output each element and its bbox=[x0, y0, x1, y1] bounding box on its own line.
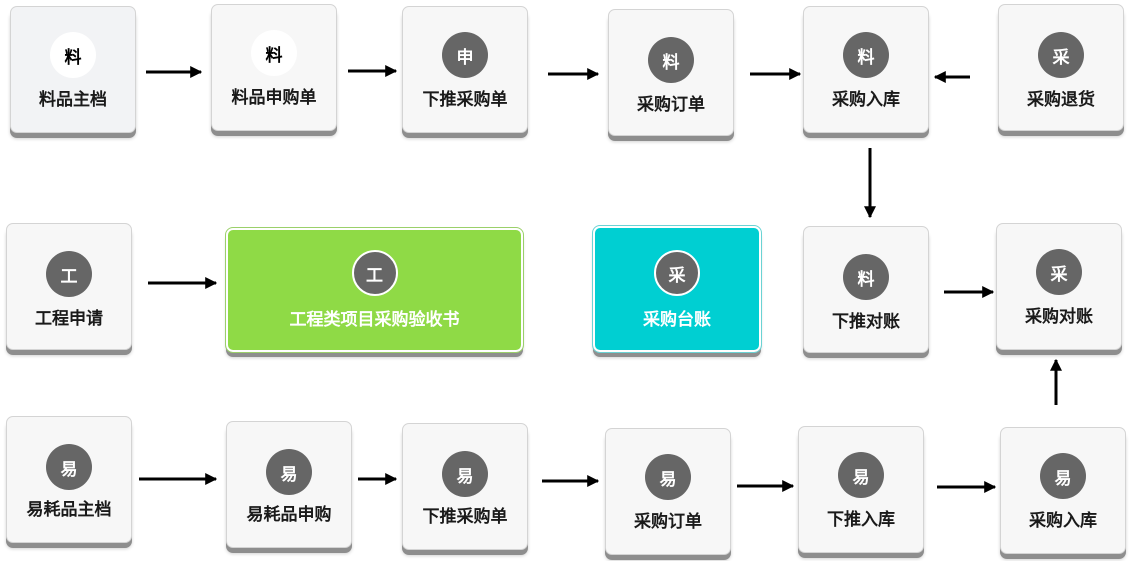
node-badge: 工 bbox=[46, 251, 92, 297]
node-label: 易耗品申购 bbox=[246, 505, 332, 525]
node-label: 下推采购单 bbox=[422, 507, 508, 527]
node-label: 料品申购单 bbox=[231, 88, 317, 108]
node-label: 采购订单 bbox=[634, 512, 702, 532]
node-badge: 料 bbox=[843, 254, 889, 300]
node-badge: 采 bbox=[654, 250, 700, 296]
node-purchase-reconciliation[interactable]: 采 采购对账 bbox=[996, 223, 1122, 350]
node-badge: 易 bbox=[838, 452, 884, 498]
node-purchase-receipt[interactable]: 料 采购入库 bbox=[803, 6, 929, 133]
node-consumable-push-purchase-order[interactable]: 易 下推采购单 bbox=[402, 423, 528, 550]
node-label: 采购入库 bbox=[1029, 511, 1097, 531]
node-purchase-order[interactable]: 料 采购订单 bbox=[608, 9, 734, 136]
node-push-reconciliation[interactable]: 料 下推对账 bbox=[803, 226, 929, 353]
node-label: 下推对账 bbox=[832, 312, 900, 332]
node-purchase-ledger[interactable]: 采 采购台账 bbox=[592, 225, 762, 353]
node-badge: 料 bbox=[251, 30, 297, 76]
node-label: 采购订单 bbox=[637, 95, 705, 115]
node-badge: 易 bbox=[266, 449, 312, 495]
node-label: 工程申请 bbox=[35, 309, 103, 329]
node-label: 料品主档 bbox=[39, 90, 107, 110]
node-badge: 采 bbox=[1036, 249, 1082, 295]
node-material-request[interactable]: 料 料品申购单 bbox=[211, 4, 337, 131]
node-badge: 易 bbox=[1040, 453, 1086, 499]
node-badge: 易 bbox=[645, 454, 691, 500]
node-badge: 料 bbox=[843, 32, 889, 78]
node-label: 工程类项目采购验收书 bbox=[289, 310, 460, 330]
node-consumable-master[interactable]: 易 易耗品主档 bbox=[6, 416, 132, 543]
node-badge: 料 bbox=[648, 37, 694, 83]
node-badge: 料 bbox=[50, 32, 96, 78]
node-label: 下推采购单 bbox=[422, 90, 508, 110]
node-label: 下推入库 bbox=[827, 510, 895, 530]
node-consumable-purchase-receipt[interactable]: 易 采购入库 bbox=[1000, 427, 1126, 554]
node-label: 易耗品主档 bbox=[26, 500, 112, 520]
node-purchase-return[interactable]: 采 采购退货 bbox=[998, 4, 1124, 131]
node-badge: 申 bbox=[442, 32, 488, 78]
node-push-purchase-order[interactable]: 申 下推采购单 bbox=[402, 6, 528, 133]
node-badge: 采 bbox=[1038, 32, 1084, 78]
node-project-request[interactable]: 工 工程申请 bbox=[6, 223, 132, 350]
node-material-master[interactable]: 料 料品主档 bbox=[10, 6, 136, 133]
node-label: 采购退货 bbox=[1027, 90, 1095, 110]
node-consumable-purchase-order[interactable]: 易 采购订单 bbox=[605, 428, 731, 555]
node-consumable-request[interactable]: 易 易耗品申购 bbox=[226, 421, 352, 548]
node-label: 采购对账 bbox=[1025, 307, 1093, 327]
node-consumable-push-receipt[interactable]: 易 下推入库 bbox=[798, 426, 924, 553]
node-label: 采购入库 bbox=[832, 90, 900, 110]
node-badge: 工 bbox=[351, 250, 398, 296]
node-project-acceptance[interactable]: 工 工程类项目采购验收书 bbox=[225, 227, 524, 353]
node-badge: 易 bbox=[46, 444, 92, 490]
node-label: 采购台账 bbox=[643, 310, 711, 330]
node-badge: 易 bbox=[442, 451, 488, 497]
